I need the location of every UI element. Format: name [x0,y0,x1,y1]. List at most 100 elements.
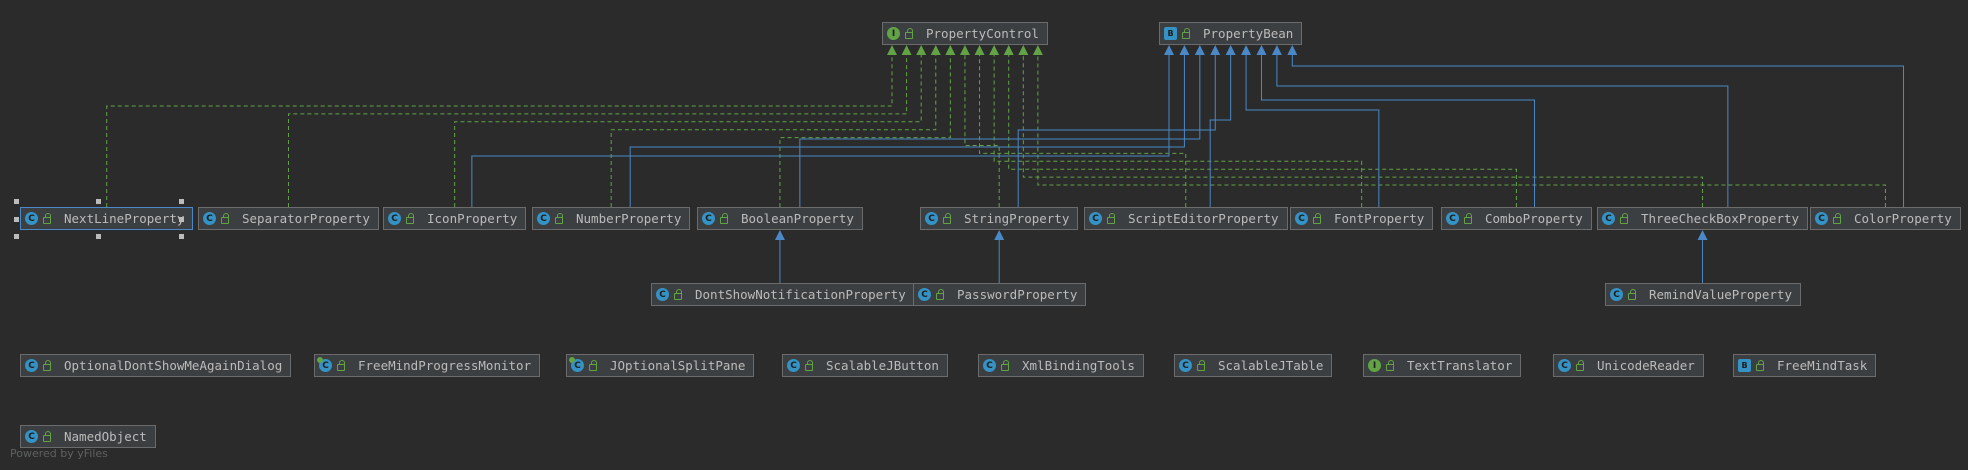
implements-edge-color-property [1037,55,1886,207]
node-password-property[interactable]: C PasswordProperty [913,283,1087,306]
lock-icon [555,213,563,224]
bean-icon: B [1738,359,1751,372]
extends-arrowhead-three-check-box-property [1271,45,1282,55]
selection-handle[interactable] [96,199,101,204]
node-string-property[interactable]: C StringProperty [920,207,1079,230]
interface-icon: I [887,27,900,40]
lock-icon [1464,213,1472,224]
class-icon: C [925,212,938,225]
node-j-optional-split-pane[interactable]: C JOptionalSplitPane [566,354,755,377]
node-text-translator[interactable]: I TextTranslator [1363,354,1522,377]
node-label: NumberProperty [576,211,682,226]
node-label: FreeMindProgressMonitor [358,358,532,373]
footer-powered-by: Powered by yFiles [10,447,108,460]
class-icon: C [1089,212,1102,225]
class-icon: C [787,359,800,372]
selection-handle[interactable] [96,234,101,239]
node-label: TextTranslator [1407,358,1513,373]
class-icon: C [1815,212,1828,225]
implements-edge-next-line-property [106,55,893,207]
lock-icon [1756,360,1764,371]
lock-icon [1107,213,1115,224]
selection-handle[interactable] [179,199,184,204]
interface-icon: I [1368,359,1381,372]
node-label: ScriptEditorProperty [1128,211,1279,226]
selection-handle[interactable] [14,217,19,222]
extends-edge-icon-property [471,55,1170,207]
class-icon: C [25,430,38,443]
implements-edge-script-editor-property [979,55,1187,207]
lock-icon [1576,360,1584,371]
lock-icon [1197,360,1205,371]
extends-arrowhead-color-property [1287,45,1298,55]
implements-edge-icon-property [454,55,922,207]
lock-icon [406,213,414,224]
abstract-class-icon: C [569,357,584,372]
class-icon: C [1610,288,1623,301]
class-icon: C [203,212,216,225]
extends-edge-script-editor-property [1209,55,1232,207]
implements-arrowhead-icon-property [916,45,927,55]
class-icon: C [1295,212,1308,225]
extends-arrowhead-boolean-property [1194,45,1205,55]
implements-arrowhead-three-check-box-property [1018,45,1029,55]
extends-edge-three-check-box-property [1276,55,1729,207]
node-label: ScalableJTable [1218,358,1324,373]
class-icon: C [918,288,931,301]
lock-icon [1313,213,1321,224]
implements-edge-number-property [610,55,937,207]
selection-handle[interactable] [179,234,184,239]
node-color-property[interactable]: C ColorProperty [1810,207,1961,230]
lock-icon [1833,213,1841,224]
lock-icon [221,213,229,224]
implements-arrowhead-script-editor-property [974,45,985,55]
node-script-editor-property[interactable]: C ScriptEditorProperty [1084,207,1288,230]
node-label: StringProperty [964,211,1070,226]
lock-icon [943,213,951,224]
node-label: JOptionalSplitPane [610,358,746,373]
class-icon: C [656,288,669,301]
selection-handle[interactable] [14,199,19,204]
lock-icon [1001,360,1009,371]
node-label: ColorProperty [1854,211,1952,226]
implements-arrowhead-font-property [989,45,1000,55]
lock-icon [43,431,51,442]
implements-edge-three-check-box-property [1022,55,1704,207]
selection-handle[interactable] [14,234,19,239]
class-icon: C [388,212,401,225]
class-icon: C [983,359,996,372]
extends-edge-number-property [629,55,1185,207]
extends-arrowhead-number-property [1179,45,1190,55]
implements-arrowhead-next-line-property [887,45,897,55]
class-icon: C [25,212,38,225]
class-icon: C [702,212,715,225]
node-label: PasswordProperty [957,287,1078,302]
extends-arrowhead-password-property [994,230,1005,240]
lock-icon [43,360,51,371]
extends-arrowhead-script-editor-property [1225,45,1236,55]
selection-handle[interactable] [179,217,184,222]
lock-icon [720,213,728,224]
implements-arrowhead-color-property [1032,45,1043,55]
